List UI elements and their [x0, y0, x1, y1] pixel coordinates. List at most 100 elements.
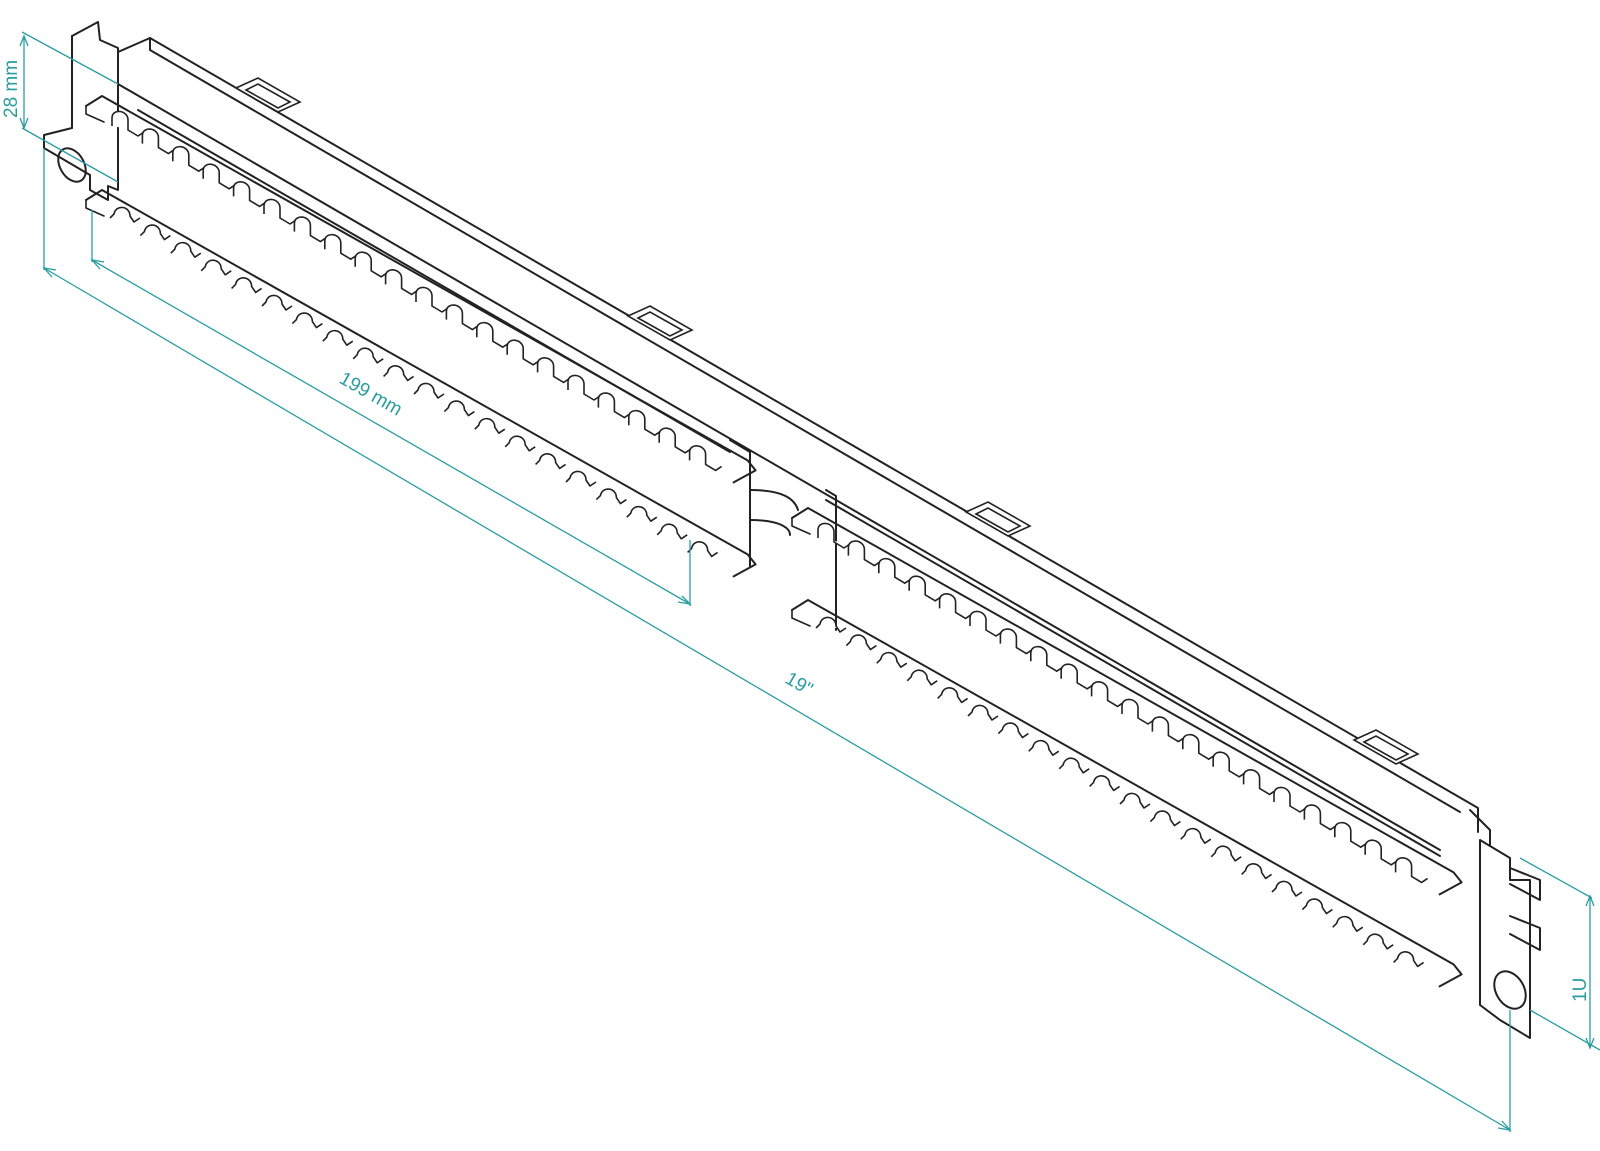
- cable-finger: [415, 286, 449, 313]
- cable-finger: [999, 628, 1033, 655]
- rail-right-lower: [791, 599, 1463, 988]
- dimension-overall-width: 19": [42, 148, 1512, 1132]
- cable-finger: [261, 294, 293, 311]
- cable-finger: [1119, 792, 1151, 809]
- cable-finger: [324, 233, 358, 260]
- cable-finger: [1242, 769, 1277, 796]
- cable-finger: [293, 216, 327, 243]
- cable-finger: [967, 704, 999, 721]
- cable-finger: [1212, 751, 1246, 778]
- cable-finger: [1210, 845, 1242, 862]
- cable-finger: [141, 128, 175, 155]
- rail-edge: [85, 95, 757, 484]
- rail-edge: [791, 599, 1463, 988]
- rail-end: [85, 105, 105, 123]
- cable-finger: [1058, 757, 1090, 774]
- cable-finger: [1273, 786, 1307, 813]
- dimension-depth: 28 mm: [1, 31, 119, 183]
- cable-finger: [1393, 951, 1425, 968]
- cable-finger: [172, 145, 206, 172]
- cable-finger: [567, 374, 601, 401]
- cable-finger: [1182, 733, 1216, 760]
- cable-finger: [595, 488, 627, 505]
- cable-finger: [139, 224, 171, 241]
- cable-finger: [232, 181, 267, 208]
- cable-finger: [1394, 857, 1429, 884]
- cable-finger: [1364, 839, 1398, 866]
- cable-finger: [291, 312, 323, 329]
- cable-finger: [815, 616, 847, 633]
- cable-finger: [1241, 863, 1273, 880]
- cable-finger: [817, 522, 851, 549]
- cable-finger: [1030, 645, 1064, 672]
- rail-left-lower: [85, 189, 757, 578]
- cable-finger: [656, 523, 688, 540]
- cable-finger: [658, 427, 692, 454]
- cable-finger: [506, 339, 540, 366]
- cable-finger: [476, 321, 510, 348]
- cable-finger: [535, 453, 567, 470]
- cable-finger: [202, 163, 236, 190]
- cable-finger: [1180, 827, 1212, 844]
- cable-finger: [845, 634, 877, 651]
- cable-finger: [937, 687, 969, 704]
- cable-finger: [1271, 880, 1303, 897]
- cable-finger: [1362, 933, 1394, 950]
- cable-finger: [1028, 739, 1060, 756]
- cable-finger: [1301, 898, 1333, 915]
- cable-finger: [908, 575, 942, 602]
- cable-finger: [969, 610, 1003, 637]
- rail-end: [791, 609, 811, 627]
- rail-edge: [791, 507, 1463, 896]
- cable-finger: [1151, 716, 1185, 743]
- cable-finger: [322, 329, 354, 346]
- cable-management-rails: [85, 95, 1463, 988]
- cable-finger: [628, 409, 662, 436]
- cable-finger: [688, 445, 723, 472]
- cable-finger: [876, 651, 908, 668]
- cable-finger: [687, 541, 719, 558]
- cable-finger: [384, 269, 419, 296]
- cable-finger: [445, 304, 479, 331]
- cable-finger: [938, 593, 973, 620]
- cable-finger: [1334, 821, 1368, 848]
- rail-left-upper: [85, 95, 757, 484]
- cable-finger: [565, 470, 597, 487]
- cable-finger: [231, 277, 263, 294]
- cable-finger: [200, 259, 232, 276]
- cable-finger: [443, 400, 475, 417]
- cable-finger: [878, 557, 912, 584]
- cable-finger: [847, 540, 881, 567]
- rail-right-upper: [791, 507, 1463, 896]
- rail-end: [85, 199, 105, 217]
- cable-finger: [1149, 810, 1181, 827]
- cable-finger: [383, 365, 415, 382]
- cable-finger: [474, 417, 506, 434]
- cable-finger: [111, 110, 145, 137]
- cable-finger: [352, 347, 384, 364]
- cable-finger: [504, 435, 536, 452]
- cable-finger: [1089, 775, 1121, 792]
- cable-finger: [1332, 915, 1364, 932]
- cable-finger: [354, 251, 388, 278]
- overall-width-label: 19": [781, 668, 816, 700]
- height-label: 1U: [1570, 978, 1591, 1002]
- cable-finger: [170, 241, 202, 258]
- cable-finger: [536, 357, 571, 384]
- cable-finger: [997, 722, 1029, 739]
- cable-finger: [1303, 804, 1337, 831]
- rail-end: [791, 517, 811, 535]
- panel-body: [43, 21, 1541, 1039]
- depth-label: 28 mm: [1, 60, 22, 118]
- mounting-tabs: [234, 77, 1420, 765]
- cable-finger: [109, 206, 141, 223]
- cable-finger: [1121, 698, 1155, 725]
- cable-finger: [1060, 663, 1094, 690]
- cable-finger: [597, 392, 631, 419]
- rail-edge: [85, 189, 757, 578]
- cable-finger: [263, 198, 297, 225]
- cable-finger: [1090, 681, 1125, 708]
- cable-finger: [906, 669, 938, 686]
- cable-finger: [626, 505, 658, 522]
